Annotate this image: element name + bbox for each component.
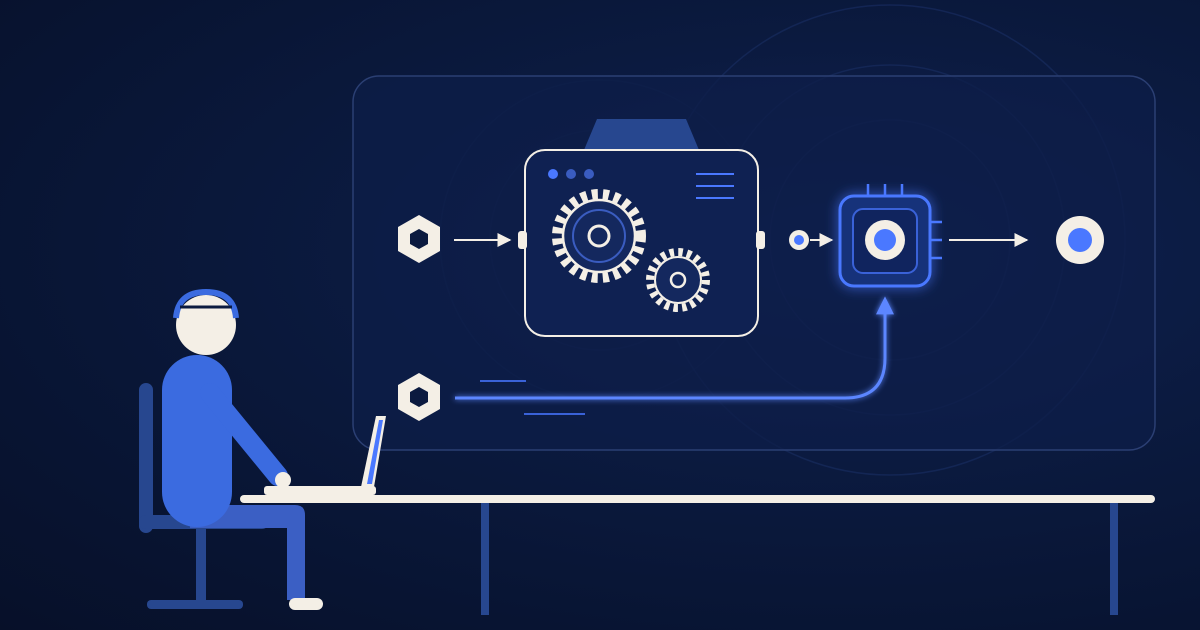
small-gear-icon [646, 248, 710, 312]
gear-machine-icon [518, 119, 765, 337]
feedback-path [455, 296, 894, 400]
input-hexagon-icon [398, 373, 440, 421]
desk [240, 495, 1155, 615]
input-hexagon-icon [398, 215, 440, 263]
processor-chip-icon [838, 184, 942, 288]
person-at-laptop [162, 288, 323, 610]
large-gear-icon [552, 189, 646, 283]
person-head [176, 295, 236, 355]
output-circle-icon [1056, 216, 1104, 264]
laptop [264, 416, 386, 495]
